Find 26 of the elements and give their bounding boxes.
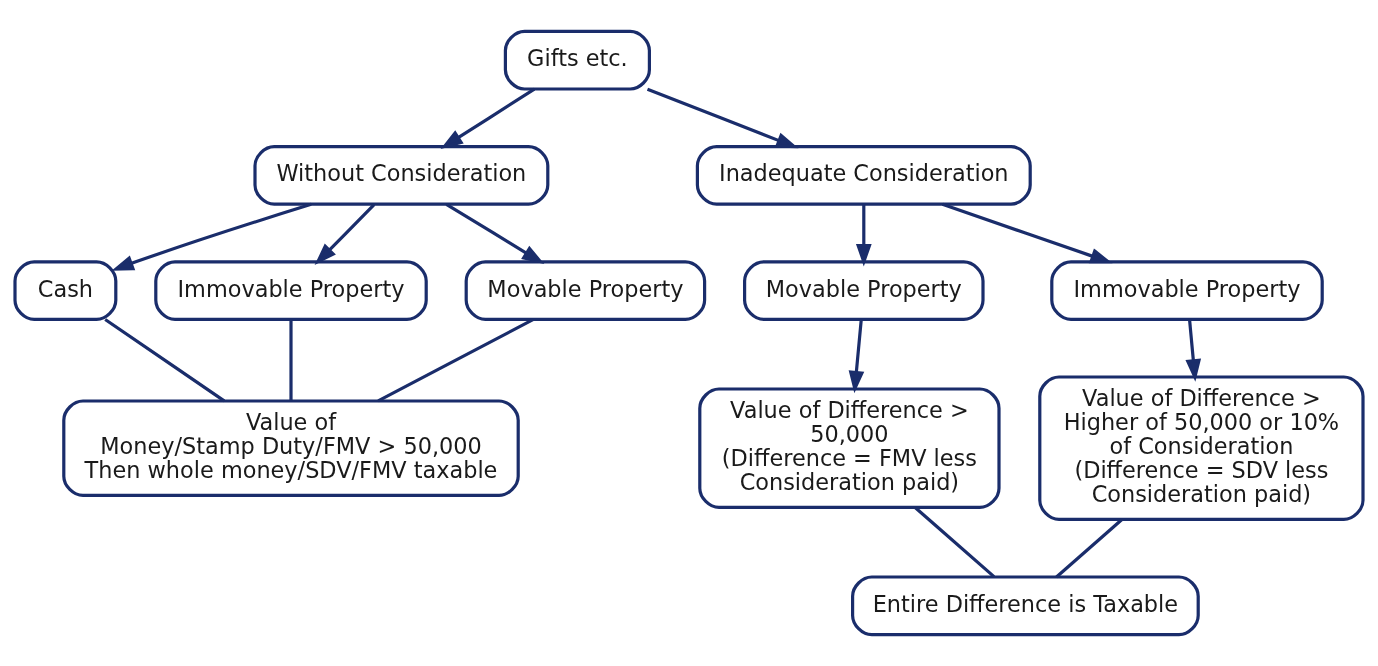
connector (914, 506, 996, 578)
node-box: Value of Money/Stamp Duty/FMV > 50,000 Then whole money/SDV/FMV taxable (62, 399, 520, 497)
node-box: Immovable Property (154, 260, 428, 321)
connector (289, 319, 293, 401)
arrow (111, 202, 312, 271)
node-box: Gifts etc. (503, 29, 651, 91)
node-box: Value of Difference > 50,000 (Difference = FMV less Consideration paid) (698, 387, 1001, 509)
arrow (1185, 319, 1202, 382)
node-box: Movable Property (743, 260, 985, 321)
arrow (941, 202, 1113, 264)
node-box: Inadequate Consideration (695, 145, 1032, 206)
arrow (440, 87, 536, 149)
node-box: Entire Difference is Taxable (851, 575, 1200, 637)
node-box: Cash (13, 260, 118, 321)
arrow (646, 87, 799, 149)
arrow (314, 203, 376, 266)
arrow (848, 319, 865, 394)
arrow (445, 203, 545, 264)
node-box: Value of Difference > Higher of 50,000 or 10% of Consideration (Difference = SDV less Consideration paid) (1038, 375, 1365, 521)
connector (377, 318, 535, 403)
node-box: Immovable Property (1050, 260, 1324, 321)
node-box: Without Consideration (253, 145, 550, 206)
arrow (855, 204, 872, 267)
connector (104, 318, 226, 403)
connector (1055, 518, 1123, 579)
node-box: Movable Property (464, 260, 707, 321)
